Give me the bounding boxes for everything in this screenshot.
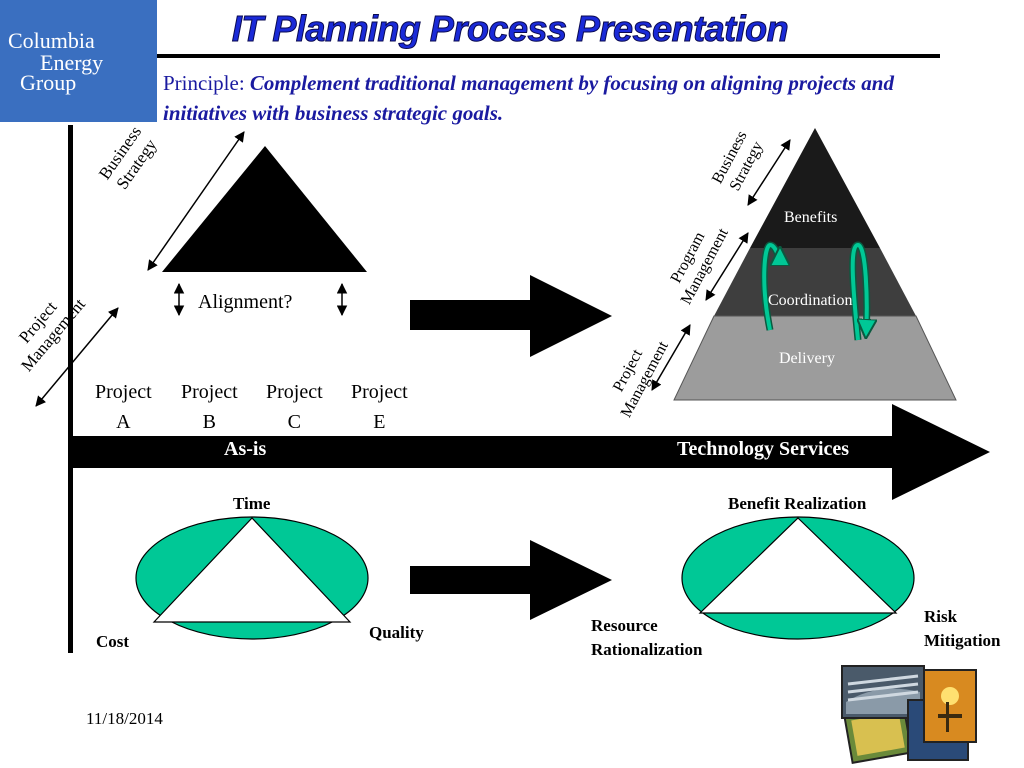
quality-label: Quality xyxy=(369,623,424,642)
project-management-arrow xyxy=(35,307,119,407)
logo-line-2: Energy xyxy=(40,50,104,75)
right-project-management-arrow xyxy=(651,324,691,391)
project-e-name: Project xyxy=(351,381,408,403)
vertical-axis xyxy=(68,125,73,653)
timeline-as-is-label: As-is xyxy=(224,438,267,460)
time-label: Time xyxy=(233,494,271,513)
timeline-arrow xyxy=(68,404,990,500)
business-strategy-arrow xyxy=(147,131,245,271)
logo-line-1: Columbia xyxy=(8,28,95,53)
green-cycle-right xyxy=(850,242,867,341)
project-b-name: Project xyxy=(181,381,238,403)
layer-benefits-label: Benefits xyxy=(784,209,838,226)
benefit-realization-label: Benefit Realization xyxy=(728,494,867,513)
alignment-label: Alignment? xyxy=(198,291,293,313)
mitigation-label: Mitigation xyxy=(924,631,1001,650)
title-divider xyxy=(157,54,940,58)
principle-lead: Principle: xyxy=(163,71,250,95)
risk-mitigation-label: Risk Mitigation xyxy=(924,605,1001,653)
transition-arrow-top xyxy=(410,275,612,357)
resource-rationalization-label: Resource Rationalization xyxy=(591,614,702,662)
logo-line-3: Group xyxy=(20,70,77,95)
principle-body: Complement traditional management by foc… xyxy=(163,71,894,125)
project-c: Project C xyxy=(266,377,323,437)
project-a-name: Project xyxy=(95,381,152,403)
project-e: Project E xyxy=(351,377,408,437)
project-a-id: A xyxy=(116,411,131,433)
project-a: Project A xyxy=(95,377,152,437)
left-pyramid xyxy=(162,146,367,272)
footer-date: 11/18/2014 xyxy=(86,709,163,728)
project-c-id: C xyxy=(287,411,301,433)
project-e-id: E xyxy=(373,411,386,433)
project-b: Project B xyxy=(181,377,238,437)
right-triangle xyxy=(698,517,898,614)
photo-collage-icon xyxy=(841,665,977,764)
principle-statement: Principle: Complement traditional manage… xyxy=(163,68,943,128)
transition-arrow-bottom xyxy=(410,540,612,620)
risk-label: Risk xyxy=(924,607,958,626)
layer-delivery-label: Delivery xyxy=(779,350,835,367)
pyramid-layer-benefits xyxy=(750,128,880,248)
green-cycle-left xyxy=(762,242,780,331)
page-title: IT Planning Process Presentation xyxy=(231,8,789,50)
rationalization-label: Rationalization xyxy=(591,640,703,659)
cost-label: Cost xyxy=(96,632,130,651)
company-logo: Columbia Energy Group xyxy=(0,0,157,122)
right-program-management-arrow xyxy=(705,232,749,301)
project-c-name: Project xyxy=(266,381,323,403)
layer-coordination-label: Coordination xyxy=(768,292,853,309)
project-b-id: B xyxy=(202,411,216,433)
timeline-technology-services-label: Technology Services xyxy=(677,438,850,460)
resource-label: Resource xyxy=(591,616,658,635)
right-business-strategy-arrow xyxy=(747,139,791,206)
left-triangle xyxy=(152,517,352,623)
